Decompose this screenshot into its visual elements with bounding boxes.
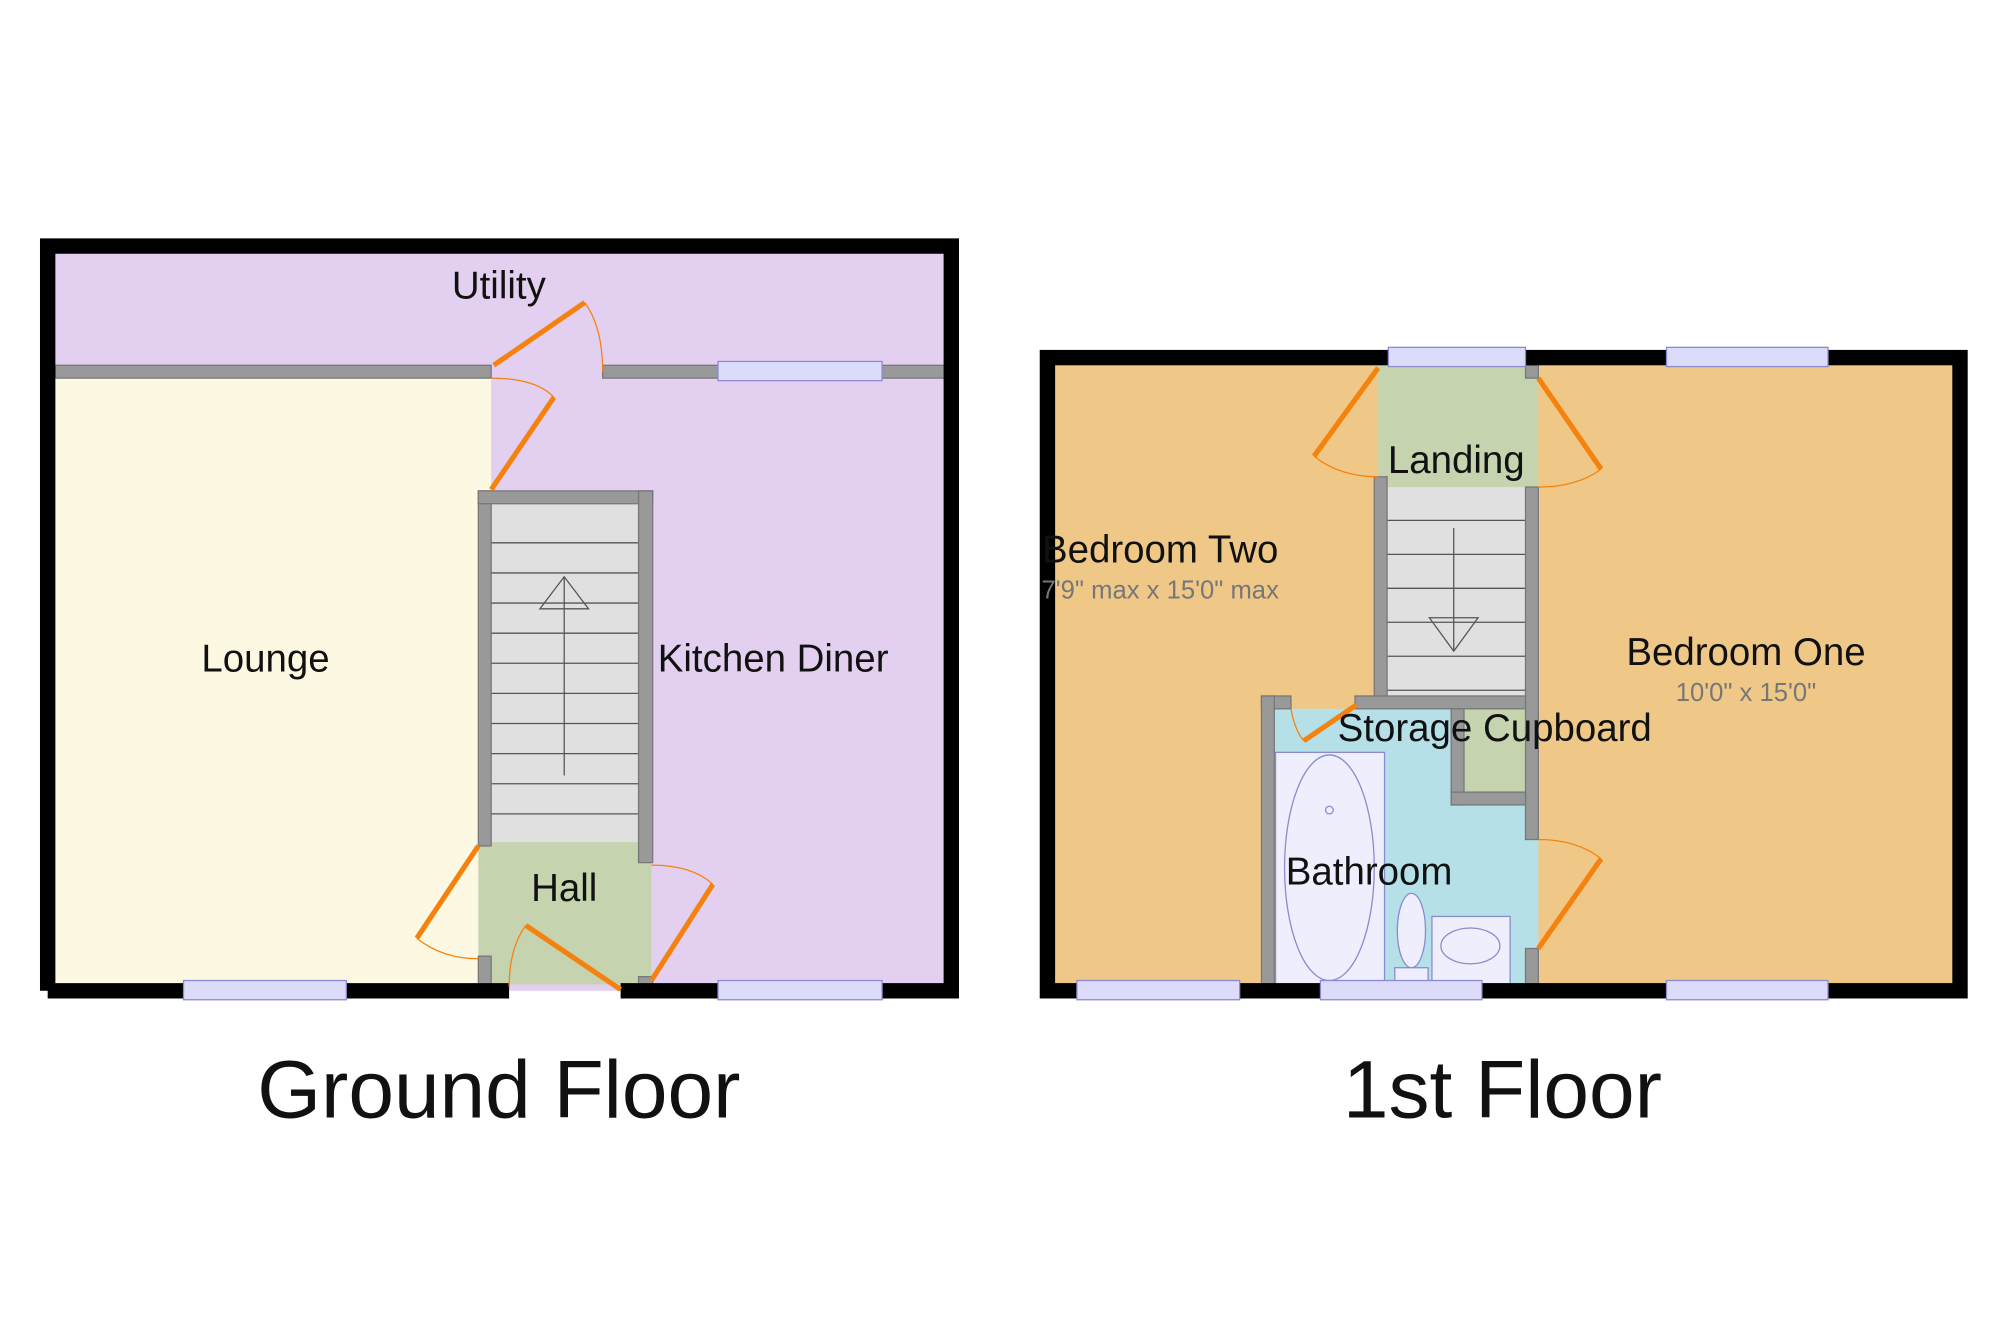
window [1387,346,1527,368]
utility-door[interactable] [492,300,587,368]
hall-area [478,842,652,985]
bedroom-two-door[interactable] [1311,366,1381,458]
window [1319,979,1483,1001]
door-swing [416,937,479,960]
room-label-storage-cupboard: Storage Cupboard [1338,707,1652,750]
storage-cupboard-area [1463,708,1526,793]
sink-basin [1440,927,1501,965]
stair-down-arrow-icon [1428,617,1480,653]
stair-treads [1387,519,1526,691]
stair-wall-right [637,490,654,864]
door-swing [508,925,527,987]
staircase [1387,487,1526,696]
door-swing [1538,468,1602,488]
room-dims-bedroom-one: 10'0" x 15'0" [1676,679,1817,707]
first-floor-plan: Bathroom Landing Bedroom Two 7'9" max x … [1039,346,1968,1136]
landing-area [1378,365,1539,488]
storage-door[interactable] [1302,702,1358,743]
bedroom-one-door[interactable] [1536,376,1604,471]
hall-wall-stub [477,955,492,986]
room-label-bedroom-two: Bedroom Two [1042,529,1278,572]
room-label-bedroom-one: Bedroom One [1626,631,1865,674]
window [1665,979,1829,1001]
stair-wall-right [1524,486,1539,841]
room-label-hall: Hall [531,867,597,910]
stair-wall-left [1373,476,1388,698]
room-dims-bedroom-two: 7'9" max x 15'0" max [1042,577,1280,605]
door-swing [651,864,714,885]
stair-up-arrow-icon [538,575,590,610]
floor-title-ground: Ground Floor [257,1045,740,1136]
floor-title-first: 1st Floor [1343,1045,1662,1136]
toilet [1396,892,1427,969]
lounge-door[interactable] [414,844,481,940]
window [1665,346,1829,368]
bath-tub [1274,751,1386,986]
bath-drain [1324,805,1334,815]
window [1076,979,1241,1001]
room-label-lounge: Lounge [201,638,329,681]
room-label-utility: Utility [452,265,547,308]
stair-wall-left [477,490,492,847]
kitchen-door[interactable] [649,883,716,982]
door-swing [1538,838,1602,860]
room-label-bathroom: Bathroom [1286,850,1453,893]
room-label-kitchen-diner: Kitchen Diner [658,638,889,681]
door-swing [1313,455,1379,478]
lounge-kitchen-door[interactable] [489,395,557,492]
window [717,360,883,382]
bathroom-wall-left [1260,695,1275,986]
wall-stub [1524,947,1539,986]
bathroom-wall-top [1354,695,1527,710]
window [182,979,347,1001]
stair-wall-top [477,490,654,505]
door-swing [584,302,604,372]
bathroom-door[interactable] [1536,857,1604,950]
front-door[interactable] [524,923,623,992]
cupboard-wall [1450,791,1527,806]
wall-stub [1524,364,1539,379]
lounge-area [55,378,492,985]
room-label-landing: Landing [1388,439,1525,482]
door-swing [1290,708,1305,742]
door-swing [491,377,555,398]
window [717,979,883,1001]
utility-wall-left [54,364,492,379]
ground-floor-plan: Utility Lounge Kitchen Diner Hall Ground… [39,238,959,1136]
